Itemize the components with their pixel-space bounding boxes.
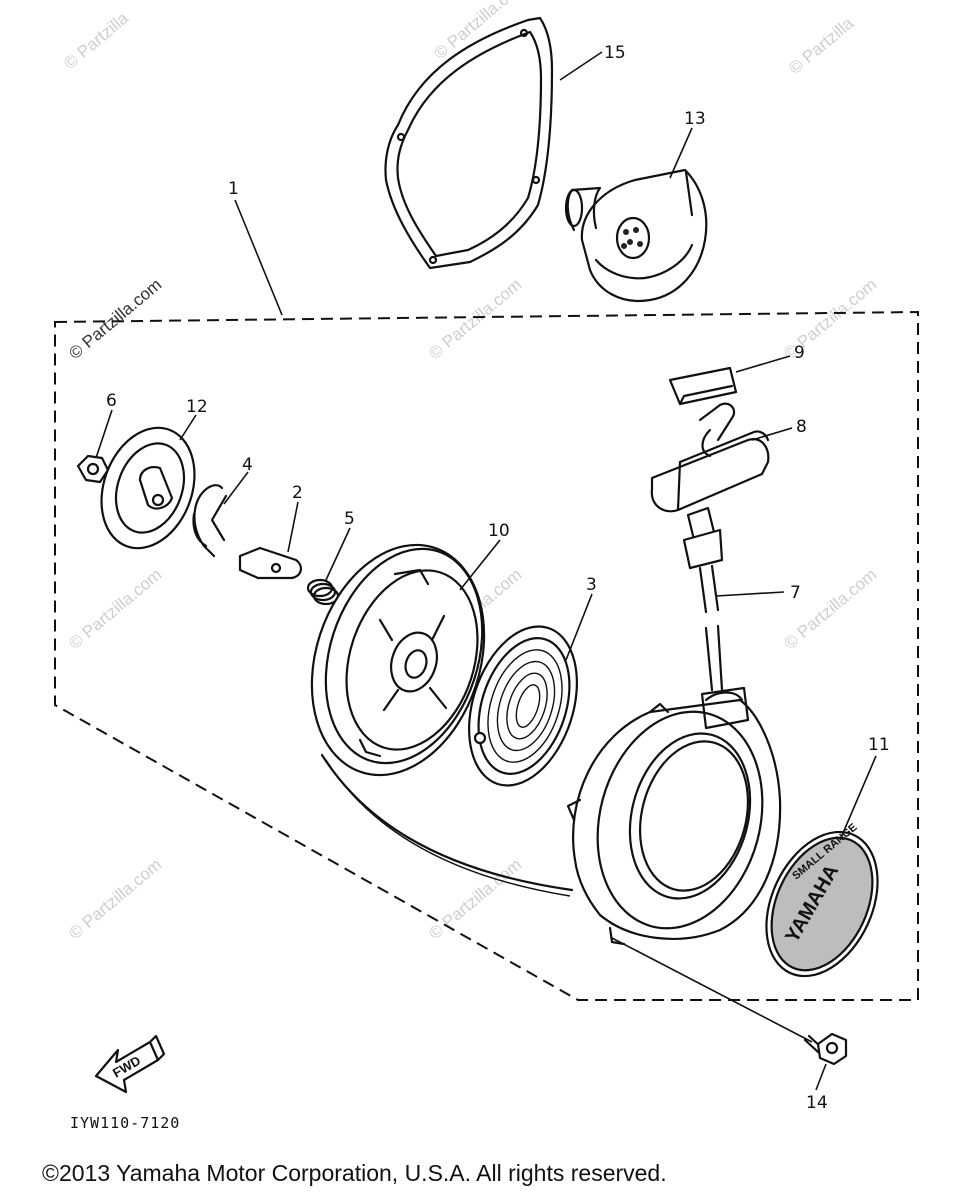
callout-2: 2 bbox=[292, 483, 303, 503]
callout-6: 6 bbox=[106, 391, 117, 411]
callout-4: 4 bbox=[242, 455, 253, 475]
part-2-pawl bbox=[238, 546, 302, 580]
part-10-sheave-pulley bbox=[310, 543, 486, 777]
starter-case-housing bbox=[566, 686, 782, 946]
callout-13: 13 bbox=[684, 109, 706, 129]
watermark: © Partzilla.com bbox=[425, 275, 525, 363]
diagram-code: IYW110-7120 bbox=[70, 1114, 180, 1132]
part-13-drive-plate bbox=[564, 168, 708, 303]
watermark-dark: © Partzilla.com bbox=[65, 275, 165, 363]
part-14-bolt bbox=[803, 1032, 848, 1066]
part-12-drive-plate bbox=[100, 426, 196, 550]
callout-14: 14 bbox=[806, 1093, 828, 1113]
assembly-boundary bbox=[54, 310, 919, 1001]
watermark: © Partzilla bbox=[60, 8, 132, 73]
callout-10: 10 bbox=[488, 521, 510, 541]
callout-15: 15 bbox=[604, 43, 626, 63]
callout-8: 8 bbox=[796, 417, 807, 437]
callout-5: 5 bbox=[344, 509, 355, 529]
fwd-arrow-icon: FWD bbox=[94, 1034, 166, 1094]
watermark: © Partzilla.com bbox=[780, 565, 880, 653]
callout-12: 12 bbox=[186, 397, 208, 417]
callout-labels: 1 2 3 4 5 6 7 8 9 10 11 12 13 14 15 bbox=[106, 43, 890, 1113]
watermark: © Partzilla bbox=[785, 13, 857, 78]
callout-7: 7 bbox=[790, 583, 801, 603]
part-6-nut bbox=[76, 454, 110, 484]
part-4-spring-clip bbox=[192, 484, 228, 558]
leader-lines bbox=[95, 51, 877, 1091]
callout-3: 3 bbox=[586, 575, 597, 595]
part-7-rope bbox=[698, 564, 724, 692]
part-11-emblem: SMALL RANGE YAMAHA bbox=[765, 821, 879, 978]
part-3-recoil-spring bbox=[468, 625, 578, 787]
part-8-starter-handle bbox=[650, 402, 770, 570]
part-15-gasket bbox=[384, 16, 554, 270]
callout-9: 9 bbox=[794, 343, 805, 363]
copyright-notice: ©2013 Yamaha Motor Corporation, U.S.A. A… bbox=[42, 1160, 667, 1186]
callout-11: 11 bbox=[868, 735, 890, 755]
watermark: © Partzilla.com bbox=[65, 565, 165, 653]
part-9-cap bbox=[668, 366, 738, 406]
watermark: © Partzilla.com bbox=[65, 855, 165, 943]
part-5-spring bbox=[306, 578, 340, 606]
callout-1: 1 bbox=[228, 179, 239, 199]
